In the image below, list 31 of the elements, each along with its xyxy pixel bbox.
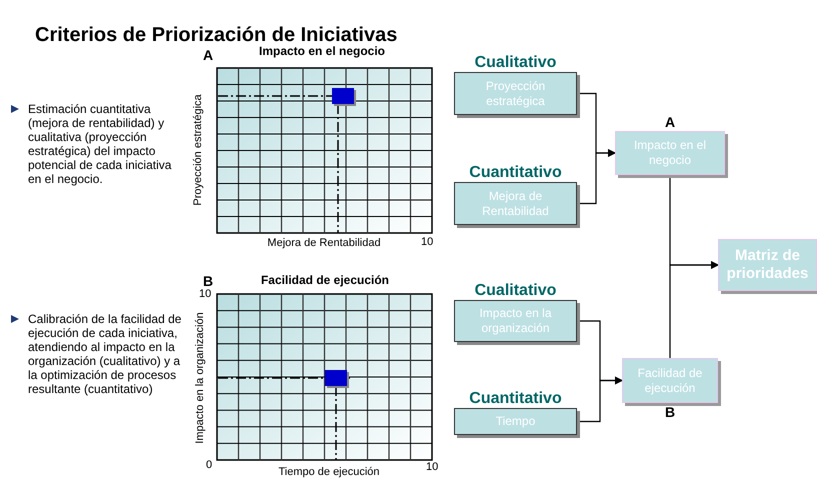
connector-arrow — [577, 376, 623, 422]
process-box: Impacto en la organización — [454, 300, 577, 342]
axis-label: Impacto en la organización — [194, 312, 206, 444]
tick-label: 10 — [199, 288, 212, 300]
node-letter: B — [664, 403, 676, 421]
bullet-text: Calibración de la facilidad de ejecución de cada iniciativa, atendiendo al impacto en la organización (cualitativo) y a la optimización de procesos resultante (cuantitativo) — [28, 312, 182, 396]
tick-label: 0 — [206, 459, 212, 471]
node-heading: Cualitativo — [474, 53, 556, 72]
chart-title: Impacto en el negocio — [258, 44, 386, 58]
process-box: Tiempo — [454, 408, 577, 435]
process-box: Facilidad de ejecución — [622, 358, 718, 403]
connector-arrow — [669, 261, 719, 358]
chart-title: Facilidad de ejecución — [260, 273, 390, 287]
node-heading: Cuantitativo — [469, 389, 562, 408]
title-text: Criterios de Priorización de Iniciativas — [35, 24, 398, 46]
process-box: Impacto en el negocio — [615, 131, 725, 175]
process-box: Mejora de Rentabilidad — [454, 182, 577, 225]
panel-letter: B — [203, 273, 214, 289]
tick-label: 10 — [426, 461, 438, 473]
tick-label: 10 — [421, 236, 434, 248]
bullet-text: Estimación cuantitativa (mejora de rentabilidad) y cualitativa (proyección estratégica) del impacto potencial de cada iniciativa en el negocio. — [28, 102, 172, 186]
axis-label: Proyección estratégica — [192, 94, 204, 206]
connector-arrow — [577, 149, 616, 204]
axis-label: Mejora de Rentabilidad — [267, 237, 381, 249]
axis-label: Tiempo de ejecución — [278, 466, 380, 478]
node-heading: Cualitativo — [474, 281, 556, 300]
process-box: Proyección estratégica — [454, 72, 577, 115]
node-heading: Cuantitativo — [469, 163, 562, 182]
panel-letter: A — [203, 47, 214, 63]
process-box: Matriz de prioridades — [718, 239, 817, 291]
node-letter: A — [664, 113, 676, 131]
